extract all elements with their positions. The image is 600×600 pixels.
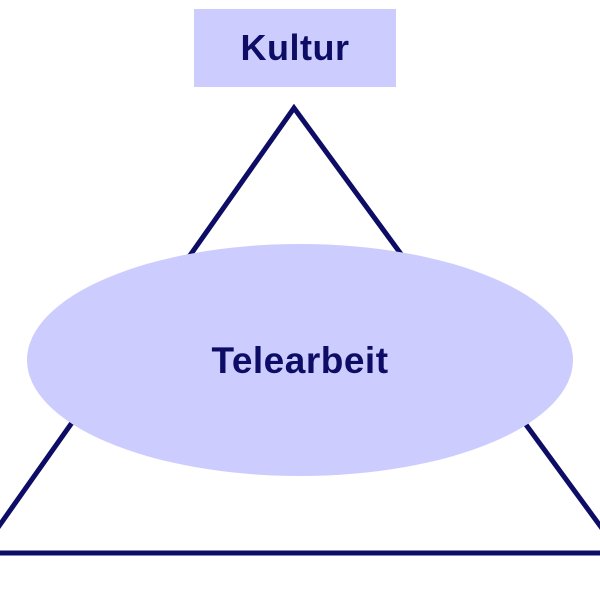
kultur-label: Kultur — [240, 27, 350, 68]
kultur-box: Kultur — [194, 9, 396, 87]
center-ellipse — [27, 244, 573, 476]
telearbeit-label: Telearbeit — [211, 339, 389, 381]
